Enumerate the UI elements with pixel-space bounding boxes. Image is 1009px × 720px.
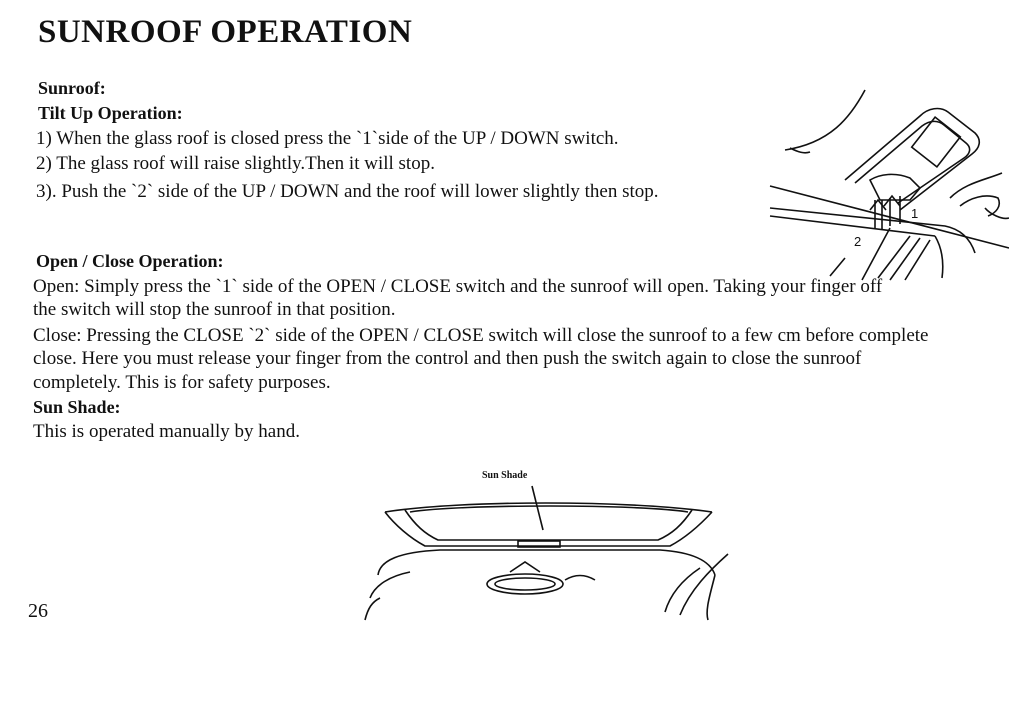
switch-label-1: 1 <box>911 206 918 221</box>
sunroof-heading: Sunroof: <box>38 78 106 98</box>
sun-shade-figure-label: Sun Shade <box>482 470 528 481</box>
open-close-line-2: the switch will stop the sunroof in that… <box>33 299 396 320</box>
open-close-line-4: close. Here you must release your finger… <box>33 348 862 369</box>
tilt-step-2: 2) The glass roof will raise slightly.Th… <box>36 153 435 174</box>
open-close-line-1: Open: Simply press the `1` side of the O… <box>33 276 883 297</box>
open-close-heading: Open / Close Operation: <box>36 251 224 271</box>
page-number: 26 <box>28 600 48 622</box>
open-close-line-5: completely. This is for safety purposes. <box>33 372 331 393</box>
sun-shade-illustration <box>364 485 729 621</box>
sunroof-switch-illustration: 1 2 <box>769 89 1009 281</box>
sun-shade-text: This is operated manually by hand. <box>33 421 300 442</box>
tilt-step-3: 3). Push the `2` side of the UP / DOWN a… <box>36 181 659 202</box>
sun-shade-heading: Sun Shade: <box>33 397 121 417</box>
tilt-step-1: 1) When the glass roof is closed press t… <box>36 128 619 149</box>
tilt-up-heading: Tilt Up Operation: <box>38 103 183 123</box>
switch-label-2: 2 <box>854 234 861 249</box>
page-title: SUNROOF OPERATION <box>38 14 413 50</box>
open-close-line-3: Close: Pressing the CLOSE `2` side of th… <box>33 325 929 346</box>
